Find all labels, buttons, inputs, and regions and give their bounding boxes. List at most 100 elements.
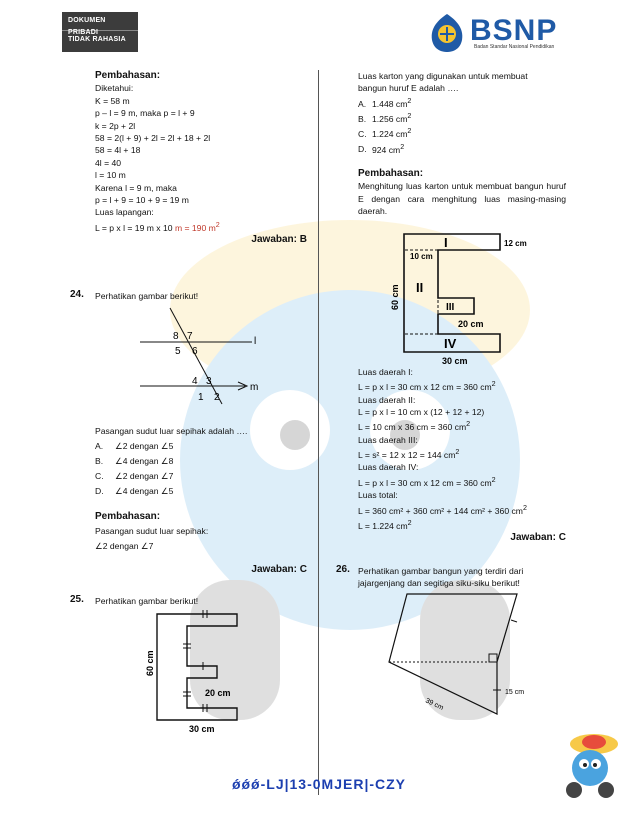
calc-text: L = s² = 12 x 12 = 144 cm [358,450,456,461]
parallel-lines-figure: 8 7 5 6 4 3 1 2 l m [140,307,258,405]
solution-line: Diketahui: [95,83,134,94]
angle-label: 8 [173,331,179,342]
badge-line-2: TIDAK RAHASIA [68,36,126,43]
angle-label: 1 [198,392,204,403]
intro-line: Luas karton yang digunakan untuk membuat [358,71,528,81]
right-column: Luas karton yang digunakan untuk membuat… [358,70,566,218]
question-number-25: 25. [70,594,84,605]
answer-label: Jawaban: C [251,564,307,575]
area-superscript: 2 [215,220,220,229]
region-label: II [416,280,423,295]
question-24-body: Pasangan sudut luar sepihak adalah …. A.… [95,424,307,577]
solution-line: l = 10 m [95,170,126,181]
solution-line: Luas lapangan: [95,207,154,218]
option-letter: B. [95,456,104,466]
area-result-part-b: m = 190 m [174,222,216,233]
mascot-illustration [566,734,618,798]
calc-text: Luas daerah III: [358,434,418,445]
calc-sup: 2 [466,420,471,429]
pembahasan-title: Pembahasan: [95,70,161,81]
option-sup: 2 [400,142,405,151]
option-sup: 2 [407,112,412,121]
option-text: 1.256 cm [372,113,408,124]
option-c: C.1.224 cm2 [358,125,566,140]
dimension-label: 39 cm [424,697,444,711]
calc-line: L = p x l = 10 cm x (12 + 12 + 12) [358,406,566,418]
solution-line: 58 = 4l + 18 [95,145,141,156]
calc-sup: 2 [407,518,412,527]
column-divider [318,70,319,795]
dimension-label: 15 cm [505,689,524,696]
solution-line: 58 = 2(l + 9) + 2l = 2l + 18 + 2l [95,133,211,144]
solution-line: p – l = 9 m, maka p = l + 9 [95,108,195,119]
angle-label: 4 [192,376,198,387]
solution-line: k = 2p + 2l [95,120,136,131]
calc-sup: 2 [522,503,527,512]
option-b: B. 1.256 cm2 [358,110,566,125]
dimension-label: 30 cm [189,724,215,734]
question-25-text: Perhatikan gambar berikut! [95,596,199,606]
region-label: III [446,302,455,313]
calc-line: Luas total: [358,489,566,501]
calculation-block: Luas daerah I: L = p x l = 30 cm x 12 cm… [358,366,566,544]
option-text: ∠2 dengan ∠7 [115,471,174,481]
option-a: A.1.448 cm2 [358,95,566,110]
solution-line: ∠2 dengan ∠7 [95,541,154,551]
line-label-l: l [254,336,256,347]
option-b: B. ∠4 dengan ∠8 [95,454,307,469]
area-result-line: L = p x l = 19 m x 10 m = 190 m2 [95,219,307,234]
calc-text: L = 10 cm x 36 cm = 360 cm [358,422,467,433]
solution-line: Pasangan sudut luar sepihak: [95,526,209,536]
question-prompt: Pasangan sudut luar sepihak adalah …. [95,426,248,436]
footer-watermark: ǿǿǿ-LJ|13-0MJER|-CZY [231,776,407,792]
line-label-m: m [250,382,258,393]
option-text: ∠4 dengan ∠5 [115,486,174,496]
calc-line: Luas daerah III: [358,434,566,446]
solution-line: Karena l = 9 m, maka [95,182,177,193]
parallelogram-triangle-figure: 15 cm 39 cm [388,593,524,715]
dimension-label: 12 cm [504,239,527,248]
pembahasan-title: Pembahasan: [95,511,161,522]
angle-label: 6 [192,346,198,357]
option-letter: C. [95,471,104,481]
option-d: D. 924 cm2 [358,141,566,156]
option-text: 1.224 cm [372,129,408,140]
calc-text: L = p x l = 10 cm x (12 + 12 + 12) [358,407,485,418]
calc-line: L = 10 cm x 36 cm = 360 cm2 [358,418,566,433]
region-label: I [444,235,448,250]
document-badge: DOKUMEN PRIBADI TIDAK RAHASIA [62,12,138,52]
option-letter: A. [95,441,104,451]
option-letter: B. [358,113,367,124]
option-text: ∠2 dengan ∠5 [115,441,174,451]
option-c: C. ∠2 dengan ∠7 [95,469,307,484]
option-text: 924 cm [372,144,401,155]
calc-line: Luas daerah IV: [358,461,566,473]
dimension-label: 20 cm [458,319,484,329]
angle-label: 2 [214,392,220,403]
calc-line: Luas daerah I: [358,366,566,378]
calc-sup: 2 [491,475,496,484]
letter-e-regions-figure: I II III IV 10 cm 12 cm 60 cm 20 cm 30 c… [390,233,527,366]
answer-label: Jawaban: C [510,532,566,544]
letter-e-figure: 60 cm 20 cm 30 cm [145,610,238,734]
dimension-label: 30 cm [442,356,468,366]
pembahasan-title: Pembahasan: [358,167,424,179]
calc-sup: 2 [491,380,496,389]
angle-label: 5 [175,346,181,357]
question-24-text: Perhatikan gambar berikut! [95,291,199,301]
option-text: ∠4 dengan ∠8 [115,456,174,466]
calc-text: L = 360 cm² + 360 cm² + 144 cm² + 360 cm [358,505,523,516]
dimension-label: 60 cm [145,650,155,676]
pembahasan-text: Menghitung luas karton untuk membuat ban… [358,181,566,217]
question-number-26: 26. [336,564,350,575]
region-label: IV [444,336,457,351]
option-a: A. ∠2 dengan ∠5 [95,439,307,454]
left-column: Pembahasan: Diketahui: K = 58 m p – l = … [95,70,307,247]
calc-line: L = p x l = 30 cm x 12 cm = 360 cm2 [358,474,566,489]
dimension-label: 20 cm [205,688,231,698]
option-letter: C. [358,129,367,140]
option-letter: D. [358,144,367,155]
angle-label: 3 [206,376,212,387]
bsnp-emblem-icon [431,14,463,52]
solution-line: K = 58 m [95,95,130,106]
